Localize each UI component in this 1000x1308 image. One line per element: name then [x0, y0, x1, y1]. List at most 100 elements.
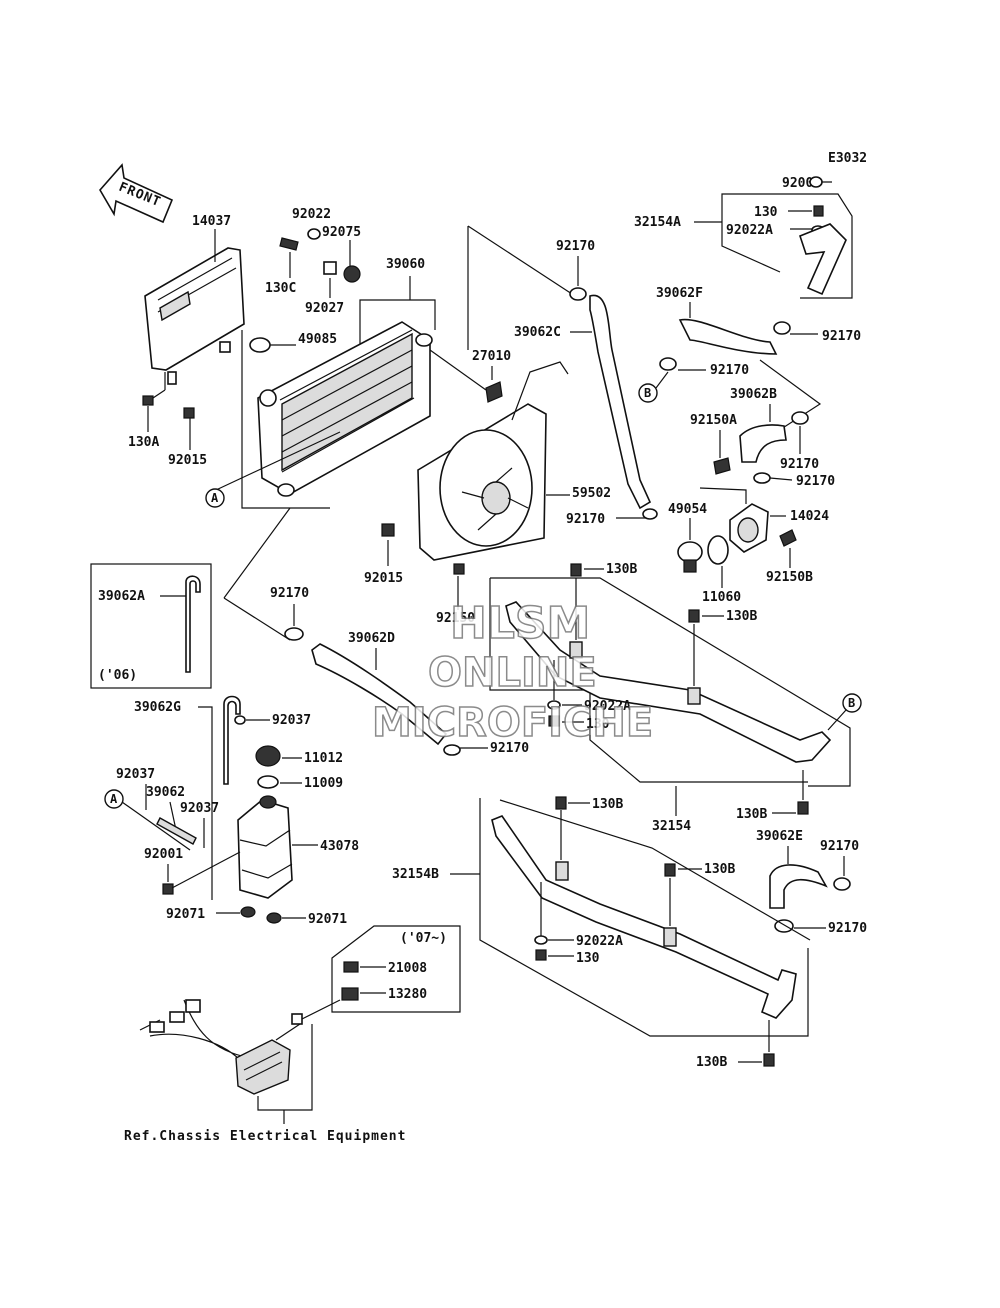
- connector-21008-icon: [343, 961, 359, 973]
- label-39062b: 39062B: [730, 387, 777, 402]
- grommet-92075-icon: [343, 265, 361, 283]
- washer-92022-icon: [307, 228, 321, 240]
- front-arrow-icon: FRONT: [99, 163, 174, 224]
- bolt-130b-6-icon: [763, 1053, 775, 1067]
- label-92170-right2: 92170: [710, 363, 749, 378]
- label-39062c: 39062C: [514, 325, 561, 340]
- connector-13280-icon: [341, 987, 359, 1001]
- watermark-line2: ONLINE: [428, 650, 597, 696]
- label-130-top: 130: [754, 205, 778, 220]
- label-130c: 130C: [265, 281, 296, 296]
- bolt-130c-icon: [279, 237, 299, 251]
- label-32154a: 32154A: [634, 215, 681, 230]
- thermostat-49054-icon: [677, 541, 703, 573]
- clip-92015-fan-icon: [381, 523, 395, 537]
- label-14024: 14024: [790, 509, 829, 524]
- clamp-92170-39062d-icon: [443, 744, 461, 756]
- grommet-92071a-icon: [240, 906, 256, 918]
- label-130b-3: 130B: [736, 807, 767, 822]
- label-92022: 92022: [292, 207, 331, 222]
- wiring-harness: [139, 999, 341, 1095]
- label-130-mid: 130: [586, 717, 610, 732]
- label-92170-39062d: 92170: [490, 741, 529, 756]
- label-92027: 92027: [305, 301, 344, 316]
- label-92150b: 92150B: [766, 570, 813, 585]
- label-49054: 49054: [668, 502, 707, 517]
- hose-39062d: [311, 643, 448, 746]
- clip-92015-icon: [183, 407, 195, 419]
- label-92170-left: 92170: [270, 586, 309, 601]
- pipe-32154b: [491, 815, 797, 1019]
- clamp-92170-left-icon: [284, 627, 304, 641]
- bolt-92150a-icon: [713, 457, 731, 475]
- label-92022a-mid: 92022A: [584, 699, 631, 714]
- label-92015-left: 92015: [168, 453, 207, 468]
- clamp-92170-hose-c-icon: [642, 508, 658, 520]
- hose-39062g: [223, 695, 241, 785]
- label-92001: 92001: [144, 847, 183, 862]
- label-130b-4: 130B: [592, 797, 623, 812]
- hose-39062b: [739, 424, 787, 463]
- label-92022a-low: 92022A: [576, 934, 623, 949]
- watermark-line1: HLSM: [450, 598, 590, 649]
- hose-39062f: [678, 318, 778, 355]
- label-130-low: 130: [576, 951, 600, 966]
- label-21008: 21008: [388, 961, 427, 976]
- watermark-line3: MICROFICHE: [372, 700, 653, 746]
- bolt-130b-1-icon: [570, 563, 582, 577]
- label-27010: 27010: [472, 349, 511, 364]
- label-39060: 39060: [386, 257, 425, 272]
- hose-39062e: [769, 864, 828, 909]
- label-92075: 92075: [322, 225, 361, 240]
- bolt-130b-5-icon: [664, 863, 676, 877]
- bolt-130-mid-icon: [548, 715, 560, 727]
- pipe-32154a: [799, 223, 847, 296]
- label-130b-1: 130B: [606, 562, 637, 577]
- label-92022a-top: 92022A: [726, 223, 773, 238]
- grommet-92071b-icon: [266, 912, 282, 924]
- hose-39062a: [185, 575, 201, 673]
- bolt-130b-3-icon: [797, 801, 809, 815]
- label-92071-a: 92071: [166, 907, 205, 922]
- marker-a-text-radiator: A: [211, 491, 219, 505]
- label-11012: 11012: [304, 751, 343, 766]
- label-11060: 11060: [702, 590, 741, 605]
- reservoir-tank-43078: [237, 795, 293, 899]
- label-59502: 59502: [572, 486, 611, 501]
- gasket-11060-icon: [707, 535, 729, 565]
- radiator-screen: [144, 247, 245, 385]
- label-49085: 49085: [298, 332, 337, 347]
- clamp-92170-top-icon: [569, 287, 587, 301]
- label-130a: 130A: [128, 435, 159, 450]
- marker-a-radiator: [205, 488, 225, 508]
- label-92170-top: 92170: [556, 239, 595, 254]
- hose-39062c: [589, 294, 652, 510]
- marker-a-reservoir: [104, 789, 124, 809]
- label-92071-b: 92071: [308, 912, 347, 927]
- label-92170-right1: 92170: [822, 329, 861, 344]
- clamp-92170-low-icon: [774, 919, 794, 933]
- label-92170-low: 92170: [828, 921, 867, 936]
- reference-text: Ref.Chassis Electrical Equipment: [124, 1129, 406, 1144]
- label-92170-hose-c: 92170: [566, 512, 605, 527]
- screw-92150-icon: [453, 563, 465, 575]
- label-130b-6: 130B: [696, 1055, 727, 1070]
- cooling-fan: [417, 361, 569, 561]
- label-92037-b: 92037: [116, 767, 155, 782]
- clip-92037a-icon: [234, 715, 246, 725]
- clamp-92170-39062e-icon: [833, 877, 851, 891]
- label-39062: 39062: [146, 785, 185, 800]
- radiator: [257, 321, 433, 497]
- bolt-130b-4-icon: [555, 796, 567, 810]
- label-92170-39062b: 92170: [780, 457, 819, 472]
- label-92015-fan: 92015: [364, 571, 403, 586]
- label-92170-39062e: 92170: [820, 839, 859, 854]
- radiator-cap-49085-icon: [249, 337, 271, 353]
- label-32154b: 32154B: [392, 867, 439, 882]
- washer-92022a-mid-icon: [547, 700, 561, 710]
- cap-92009-icon: [809, 176, 823, 188]
- gasket-11009-icon: [257, 775, 279, 789]
- label-39062a: 39062A: [98, 589, 145, 604]
- marker-b-text-top: B: [644, 386, 651, 400]
